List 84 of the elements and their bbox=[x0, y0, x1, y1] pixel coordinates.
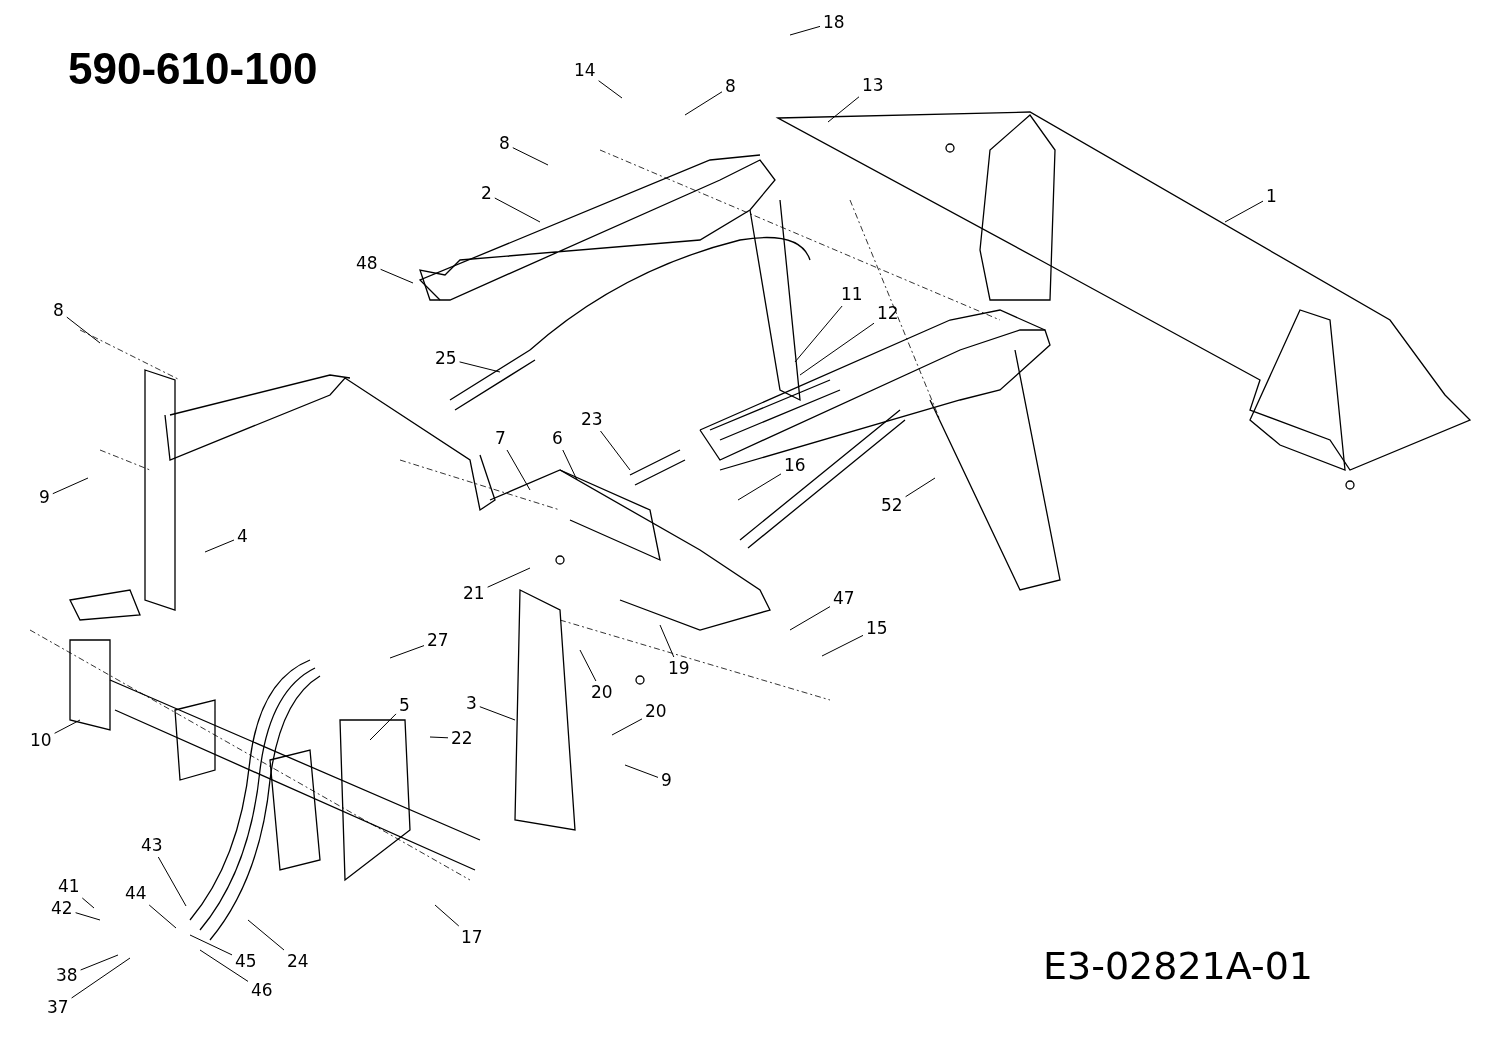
leader-line bbox=[494, 197, 541, 223]
leader-line bbox=[369, 713, 397, 741]
leader-line bbox=[624, 764, 659, 778]
callout-number: 4 bbox=[236, 527, 249, 546]
leader-line bbox=[204, 539, 235, 553]
callout-number: 47 bbox=[832, 589, 856, 608]
callout-number: 9 bbox=[660, 771, 673, 790]
callout-number: 18 bbox=[822, 13, 846, 32]
callout-number: 1 bbox=[1265, 187, 1278, 206]
leader-line bbox=[54, 719, 81, 734]
leader-line bbox=[479, 706, 516, 721]
callout-number: 11 bbox=[840, 285, 864, 304]
leader-line bbox=[380, 268, 414, 284]
callout-number: 5 bbox=[398, 696, 411, 715]
leader-line bbox=[512, 147, 549, 166]
callout-number: 41 bbox=[57, 877, 81, 896]
callout-number: 46 bbox=[250, 981, 274, 1000]
callout-number: 20 bbox=[590, 683, 614, 702]
callout-number: 37 bbox=[46, 998, 70, 1017]
leader-line bbox=[579, 649, 597, 682]
leader-line bbox=[611, 718, 643, 736]
callout-number: 19 bbox=[667, 659, 691, 678]
callout-number: 38 bbox=[55, 966, 79, 985]
leader-line bbox=[789, 606, 831, 631]
leader-line bbox=[189, 934, 233, 956]
callout-number: 3 bbox=[465, 694, 478, 713]
callout-number: 42 bbox=[50, 899, 74, 918]
leader-line bbox=[600, 430, 631, 471]
leader-line bbox=[506, 449, 531, 491]
leader-line bbox=[684, 91, 723, 116]
callout-number: 16 bbox=[783, 456, 807, 475]
leader-line bbox=[905, 477, 936, 498]
leader-line bbox=[487, 567, 531, 588]
callout-number: 45 bbox=[234, 952, 258, 971]
leader-line bbox=[659, 624, 675, 658]
callout-number: 52 bbox=[880, 496, 904, 515]
leader-line bbox=[799, 322, 875, 376]
leader-line bbox=[434, 904, 460, 927]
leader-line bbox=[737, 473, 782, 501]
leader-line bbox=[827, 96, 860, 123]
drawing-number: E3-02821A-01 bbox=[1043, 944, 1313, 988]
leader-line bbox=[562, 449, 578, 481]
leader-line bbox=[157, 856, 187, 907]
callout-number: 24 bbox=[286, 952, 310, 971]
callout-number: 48 bbox=[355, 254, 379, 273]
callout-number: 13 bbox=[861, 76, 885, 95]
callout-number: 25 bbox=[434, 349, 458, 368]
callout-number: 27 bbox=[426, 631, 450, 650]
callout-number: 8 bbox=[52, 301, 65, 320]
callout-number: 17 bbox=[460, 928, 484, 947]
leader-line bbox=[52, 477, 89, 495]
callout-number: 20 bbox=[644, 702, 668, 721]
leader-line bbox=[794, 305, 843, 363]
leader-line bbox=[821, 634, 864, 657]
leader-line bbox=[247, 919, 285, 951]
callout-number: 21 bbox=[462, 584, 486, 603]
leader-line bbox=[148, 904, 177, 929]
callout-number: 6 bbox=[551, 429, 564, 448]
callout-number: 8 bbox=[498, 134, 511, 153]
callout-number: 14 bbox=[573, 61, 597, 80]
leader-line bbox=[389, 645, 425, 659]
drawing-title: 590-610-100 bbox=[68, 44, 318, 94]
leader-line bbox=[66, 316, 101, 344]
leader-line bbox=[199, 949, 249, 982]
leader-line bbox=[1224, 200, 1264, 223]
callout-number: 9 bbox=[38, 488, 51, 507]
callout-number: 10 bbox=[29, 731, 53, 750]
leader-line bbox=[429, 736, 449, 739]
callout-number: 7 bbox=[494, 429, 507, 448]
leader-line bbox=[459, 361, 501, 373]
callout-number: 12 bbox=[876, 304, 900, 323]
callout-number: 44 bbox=[124, 884, 148, 903]
leader-line bbox=[598, 80, 623, 99]
leader-line bbox=[789, 25, 821, 36]
leader-line bbox=[75, 912, 101, 921]
leader-line bbox=[81, 897, 95, 909]
callout-number: 43 bbox=[140, 836, 164, 855]
callout-number: 8 bbox=[724, 77, 737, 96]
callout-number: 23 bbox=[580, 410, 604, 429]
callout-number: 2 bbox=[480, 184, 493, 203]
leader-line bbox=[80, 954, 119, 971]
leader-line bbox=[71, 957, 131, 999]
callout-number: 15 bbox=[865, 619, 889, 638]
callout-number: 22 bbox=[450, 729, 474, 748]
